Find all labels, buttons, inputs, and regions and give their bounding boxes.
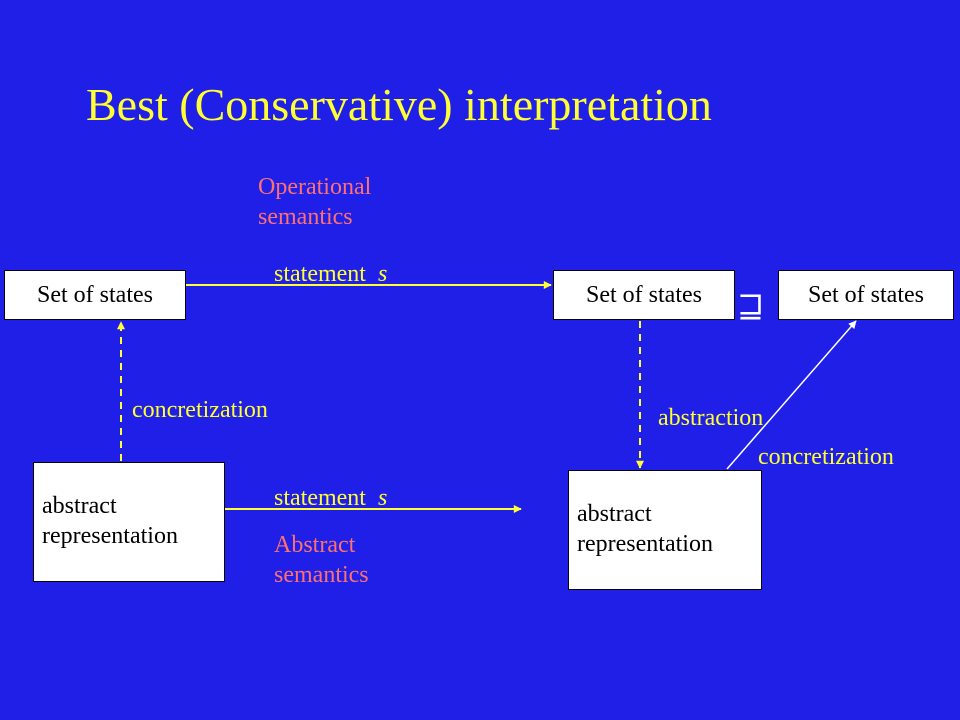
abstract-semantics-label: Abstract semantics	[274, 532, 369, 588]
abstract-representation-box-left: abstract representation	[33, 462, 225, 582]
statement-bottom-label: statement s	[274, 485, 388, 511]
concretization-right-arrow	[726, 320, 857, 470]
abstraction-label: abstraction	[658, 405, 764, 431]
set-of-states-box-left: Set of states	[4, 270, 186, 320]
concretization-right-label: concretization	[758, 444, 894, 470]
statement-top-label: statement s	[274, 261, 388, 287]
set-of-states-box-right: Set of states	[778, 270, 954, 320]
concretization-left-label: concretization	[132, 397, 268, 423]
page-title: Best (Conservative) interpretation	[86, 79, 712, 130]
subset-symbol: ⊒	[737, 288, 765, 324]
operational-semantics-label: Operational semantics	[258, 174, 372, 230]
abstract-representation-box-right: abstract representation	[568, 470, 762, 590]
set-of-states-box-middle: Set of states	[553, 270, 735, 320]
